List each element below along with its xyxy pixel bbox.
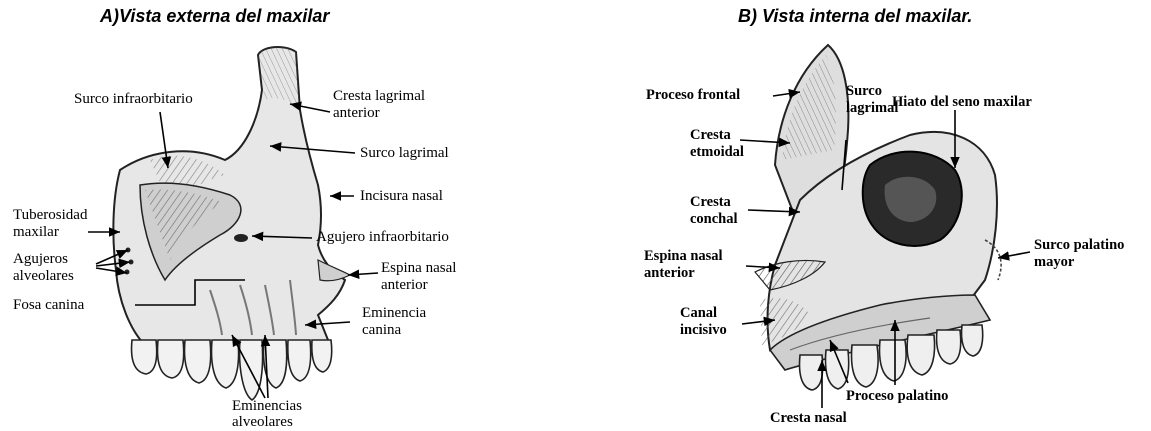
label-fosa-canina: Fosa canina (13, 298, 84, 313)
label-surco-palatino-line2: mayor (1034, 255, 1074, 270)
label-hiato-seno-maxilar: Hiato del seno maxilar (892, 95, 1032, 110)
label-incisura-nasal: Incisura nasal (360, 189, 443, 204)
label-espina-nasal-line1: Espina nasal (644, 249, 723, 264)
label-canal-incisivo-line1: Canal (680, 306, 717, 321)
label-cresta-nasal: Cresta nasal (770, 411, 847, 426)
label-surco-lagrimal-line1: Surco (846, 84, 882, 99)
label-proceso-palatino: Proceso palatino (846, 389, 948, 404)
label-eminencia-canina-line1: Eminencia (362, 306, 426, 321)
label-proceso-frontal: Proceso frontal (646, 88, 740, 103)
label-cresta-etmoidal-line1: Cresta (690, 128, 731, 143)
label-cresta-conchal-line2: conchal (690, 212, 738, 227)
label-espina-nasal-line1: Espina nasal (381, 261, 456, 276)
label-agujeros-alveolares-line2: alveolares (13, 269, 74, 284)
label-surco-lagrimal: Surco lagrimal (360, 146, 449, 161)
label-cresta-conchal-line1: Cresta (690, 195, 731, 210)
label-tuberosidad-line1: Tuberosidad (13, 208, 87, 223)
label-espina-nasal-line2: anterior (381, 278, 428, 293)
label-agujeros-alveolares-line1: Agujeros (13, 252, 68, 267)
label-cresta-lagrimal-line2: anterior (333, 106, 380, 121)
label-eminencias-alveolares-line1: Eminencias (232, 399, 302, 414)
label-espina-nasal-line2: anterior (644, 266, 695, 281)
label-canal-incisivo-line2: incisivo (680, 323, 727, 338)
label-surco-palatino-line1: Surco palatino (1034, 238, 1124, 253)
label-eminencia-canina-line2: canina (362, 323, 401, 338)
label-tuberosidad-line2: maxilar (13, 225, 59, 240)
label-surco-infraorbitario: Surco infraorbitario (74, 92, 193, 107)
label-eminencias-alveolares-line2: alveolares (232, 415, 293, 430)
label-surco-lagrimal-line2: lagrimal (846, 101, 898, 116)
label-agujero-infraorbitario: Agujero infraorbitario (316, 230, 449, 245)
label-cresta-etmoidal-line2: etmoidal (690, 145, 744, 160)
label-cresta-lagrimal-line1: Cresta lagrimal (333, 89, 425, 104)
